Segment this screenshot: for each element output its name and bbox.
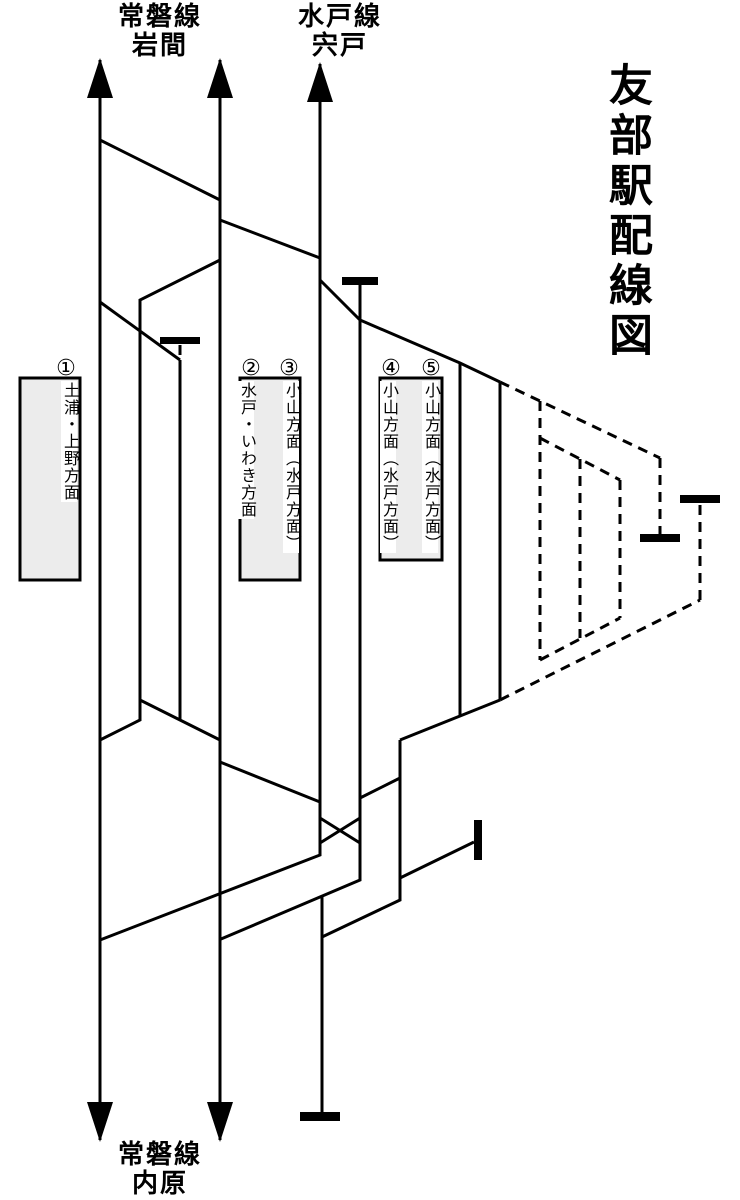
track-line (99, 138, 221, 202)
track-line-dashed (539, 436, 621, 482)
label-joban-line-iwama: 常磐線 岩間 (117, 1, 203, 60)
track-line-dashed (539, 616, 621, 662)
platform-destination-4: 小山方面（水戸方面） (380, 381, 397, 553)
track-line (220, 285, 362, 941)
platform-number-3: ③ (279, 355, 299, 380)
track-line (318, 278, 501, 384)
platform-destination-5: 小山方面（水戸方面） (422, 381, 439, 553)
arrow-up-icon (207, 58, 233, 98)
label-joban-line-uchihara: 常磐線 内原 (117, 1139, 203, 1198)
track-line (399, 698, 501, 742)
track-line (219, 218, 321, 260)
platform-number-1: ① (56, 355, 76, 380)
track-line (99, 300, 181, 362)
platform-destination-1: 土浦・上野方面 (61, 381, 78, 502)
platform-number-2: ② (241, 355, 261, 380)
buffer-stop (160, 337, 200, 344)
track-line (399, 840, 475, 880)
buffer-stop (474, 820, 482, 860)
track-line (321, 740, 402, 939)
arrow-up-icon (87, 58, 113, 98)
track-line (139, 698, 221, 742)
buffer-stop (300, 1112, 340, 1121)
buffer-stop (680, 495, 720, 503)
track-line (319, 816, 361, 845)
track-line (359, 776, 401, 800)
platform-destination-3: 小山方面（水戸方面） (283, 381, 300, 553)
arrow-up-icon (307, 62, 333, 102)
platform-number-4: ④ (381, 355, 401, 380)
platform-number-5: ⑤ (421, 355, 441, 380)
track-line (99, 258, 221, 742)
label-mito-line-shishido: 水戸線 宍戸 (297, 1, 383, 60)
platform-destination-2: 水戸・いわき方面 (238, 381, 255, 519)
buffer-stop (640, 534, 680, 542)
track-line-dashed (499, 598, 701, 702)
arrow-down-icon (207, 1102, 233, 1142)
buffer-stop (342, 277, 378, 285)
page-title: 友部駅配線図 (602, 62, 651, 362)
track-line (99, 64, 322, 942)
arrow-down-icon (87, 1102, 113, 1142)
track-line-dashed (499, 380, 661, 460)
track-line (219, 760, 321, 804)
